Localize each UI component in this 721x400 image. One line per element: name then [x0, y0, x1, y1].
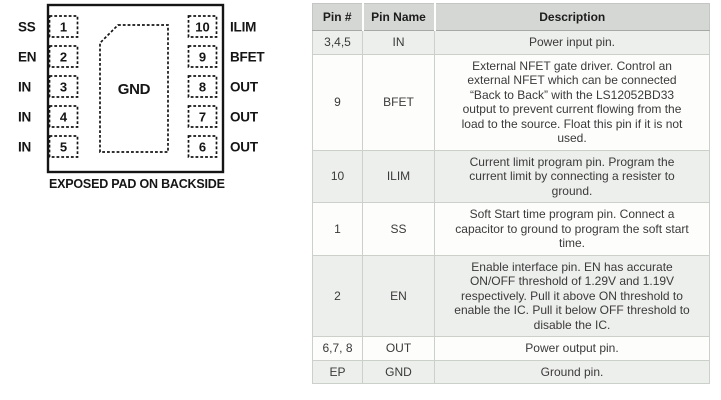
- pin-label: OUT: [230, 110, 259, 125]
- pin-box-10: [187, 15, 218, 38]
- pin-number: 9: [199, 50, 206, 65]
- pin-name-cell: ILIM: [362, 149, 435, 203]
- pin-box-8: [187, 75, 218, 98]
- table-row: EP GND Ground pin.: [312, 359, 710, 384]
- pin-function-table: Pin # Pin Name Description 3,4,5 IN Powe…: [312, 3, 710, 384]
- table-row: 3,4,5 IN Power input pin.: [312, 30, 710, 55]
- table-row: 6,7, 8 OUT Power output pin.: [312, 336, 710, 361]
- pin-label: IN: [18, 110, 31, 125]
- col-header-pin-name: Pin Name: [362, 3, 436, 31]
- pin-description-cell: Power input pin.: [434, 30, 710, 55]
- pin-name-cell: BFET: [362, 53, 435, 151]
- left-pin-boxes: [48, 15, 79, 158]
- pin-name-cell: OUT: [362, 336, 435, 361]
- pin-box-3: [48, 75, 79, 98]
- pin-label: ILIM: [230, 20, 256, 35]
- right-pin-boxes: [187, 15, 218, 158]
- col-header-pin-number: Pin #: [312, 3, 364, 31]
- table-row: 2 EN Enable interface pin. EN has accura…: [312, 254, 710, 337]
- table-row: 10 ILIM Current limit program pin. Progr…: [312, 149, 710, 203]
- pin-number: 3: [60, 80, 67, 95]
- pin-description-cell: Soft Start time program pin. Connect a c…: [434, 202, 710, 256]
- pin-number-cell: 10: [312, 149, 363, 203]
- pin-name-cell: EN: [362, 254, 435, 337]
- pin-number-cell: 6,7, 8: [312, 336, 363, 361]
- pin-name-cell: GND: [362, 359, 435, 384]
- pin-box-5: [48, 135, 79, 158]
- pin-number-cell: EP: [312, 359, 363, 384]
- pin-box-4: [48, 105, 79, 128]
- pin-label: EN: [18, 50, 36, 65]
- pin-number-cell: 1: [312, 202, 363, 256]
- pin-number-cell: 2: [312, 254, 363, 337]
- pin-description-cell: Enable interface pin. EN has accurate ON…: [434, 254, 710, 337]
- pin-name-cell: SS: [362, 202, 435, 256]
- pin-number: 6: [199, 140, 206, 155]
- pin-number: 1: [60, 20, 67, 35]
- pin-label: IN: [18, 140, 31, 155]
- exposed-pad-outline: [99, 24, 169, 153]
- chip-pinout-diagram: GND 1 2 3 4 5 10 9 8 7 6 SS EN: [18, 3, 266, 191]
- pin-number: 5: [60, 140, 67, 155]
- diagram-caption: EXPOSED PAD ON BACKSIDE: [49, 177, 225, 191]
- pin-number: 7: [199, 110, 206, 125]
- pin-box-6: [187, 135, 218, 158]
- pin-label: OUT: [230, 80, 259, 95]
- pin-description-cell: External NFET gate driver. Control an ex…: [434, 53, 710, 151]
- pin-number: 10: [195, 20, 209, 35]
- pin-label: OUT: [230, 140, 259, 155]
- pad-label: GND: [118, 81, 151, 98]
- pin-number: 2: [60, 50, 67, 65]
- pin-box-2: [48, 45, 79, 68]
- pin-description-cell: Current limit program pin. Program the c…: [434, 149, 710, 203]
- pin-box-9: [187, 45, 218, 68]
- pin-label: BFET: [230, 50, 265, 65]
- table-header-row: Pin # Pin Name Description: [312, 3, 710, 31]
- table-row: 1 SS Soft Start time program pin. Connec…: [312, 202, 710, 256]
- pin-label: SS: [18, 20, 36, 35]
- pin-label: IN: [18, 80, 31, 95]
- pin-name-cell: IN: [362, 30, 435, 55]
- pin-number-cell: 3,4,5: [312, 30, 363, 55]
- pin-number: 4: [60, 110, 68, 125]
- table-row: 9 BFET External NFET gate driver. Contro…: [312, 53, 710, 151]
- col-header-description: Description: [434, 3, 710, 31]
- pin-description-cell: Ground pin.: [434, 359, 710, 384]
- pin-number-cell: 9: [312, 53, 363, 151]
- pin-box-7: [187, 105, 218, 128]
- pin-description-cell: Power output pin.: [434, 336, 710, 361]
- pin-number: 8: [199, 80, 206, 95]
- pin-box-1: [48, 15, 79, 38]
